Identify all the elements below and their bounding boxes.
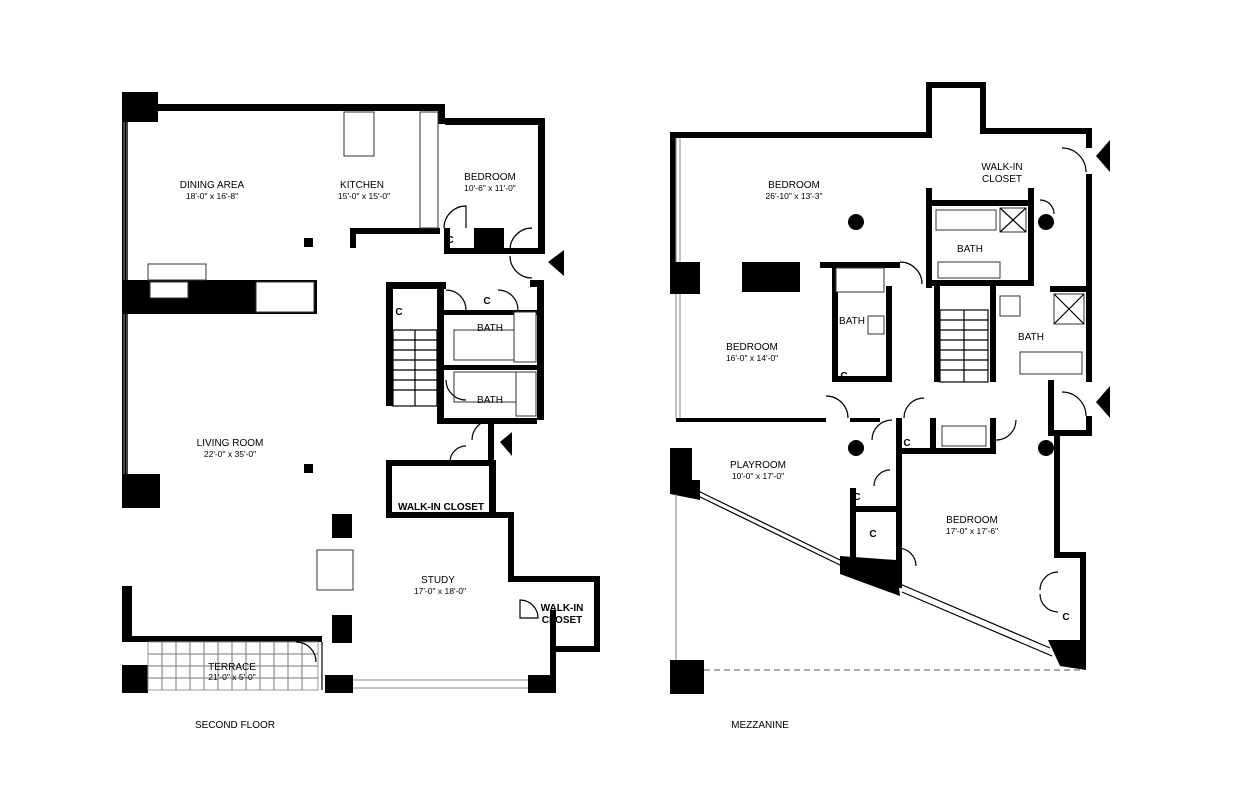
room-label: BEDROOM (946, 515, 998, 526)
entry-arrow-icon (1096, 386, 1110, 418)
closet-label: C (869, 529, 876, 540)
room-label: WALK-IN (541, 603, 584, 614)
room-label: BATH (477, 395, 503, 406)
room-label: TERRACE (208, 662, 256, 673)
room-label: CLOSET (982, 174, 1022, 185)
room-label: KITCHEN (340, 180, 384, 191)
closet-label: C (1062, 612, 1069, 623)
mezzanine-windows (675, 138, 1080, 671)
room-dims: 18'-0" x 16'-8" (186, 191, 238, 201)
room-label: WALK-IN CLOSET (398, 502, 484, 513)
room-label: BEDROOM (464, 172, 516, 183)
mezzanine-stairs (939, 309, 989, 383)
entry-arrow-icon (548, 250, 564, 276)
room-label: STUDY (421, 575, 455, 586)
room-dims: 10'-0" x 17'-0" (732, 471, 784, 481)
room-label: DINING AREA (180, 180, 245, 191)
second-floor-labels: DINING AREA 18'-0" x 16'-8" KITCHEN 15'-… (180, 172, 584, 731)
closet-label: C (395, 307, 402, 318)
room-dims: 17'-0" x 18'-0" (414, 586, 466, 596)
entry-arrow-icon (500, 432, 512, 456)
room-label: BEDROOM (726, 342, 778, 353)
room-label: PLAYROOM (730, 460, 786, 471)
closet-label: C (446, 235, 453, 246)
mezzanine-walls (670, 82, 1092, 694)
room-label: BATH (957, 244, 983, 255)
room-label: CLOSET (542, 615, 583, 626)
mezzanine-labels: BEDROOM 26'-10" x 13'-3" WALK-IN CLOSET … (726, 162, 1070, 731)
mezzanine-fixtures (825, 147, 1087, 613)
closet-label: C (840, 371, 847, 382)
closet-label: C (483, 296, 490, 307)
room-label: BATH (477, 323, 503, 334)
room-dims: 17'-0" x 17'-6" (946, 526, 998, 536)
room-label: BATH (839, 316, 865, 327)
room-dims: 15'-0" x 15'-0" (338, 191, 390, 201)
room-label: BEDROOM (768, 180, 820, 191)
room-dims: 22'-0" x 35'-0" (204, 449, 256, 459)
room-dims: 16'-0" x 14'-0" (726, 353, 778, 363)
closet-label: C (903, 438, 910, 449)
room-label: WALK-IN (981, 162, 1022, 173)
floor-caption: SECOND FLOOR (195, 720, 275, 731)
second-floor-plan: DINING AREA 18'-0" x 16'-8" KITCHEN 15'-… (122, 92, 600, 731)
closet-label: C (853, 492, 860, 503)
second-floor-stairs (392, 329, 438, 407)
room-label: LIVING ROOM (197, 438, 264, 449)
room-dims: 26'-10" x 13'-3" (765, 191, 822, 201)
room-dims: 21'-0" x 5'-0" (208, 672, 256, 682)
second-floor-fixtures (147, 111, 539, 663)
mezzanine-plan: BEDROOM 26'-10" x 13'-3" WALK-IN CLOSET … (670, 82, 1110, 731)
floor-caption: MEZZANINE (731, 720, 789, 731)
room-label: BATH (1018, 332, 1044, 343)
entry-arrow-icon (1096, 140, 1110, 172)
second-floor-windows (123, 122, 528, 689)
terrace-paving (147, 641, 323, 691)
room-dims: 10'-6" x 11'-0" (464, 183, 516, 193)
